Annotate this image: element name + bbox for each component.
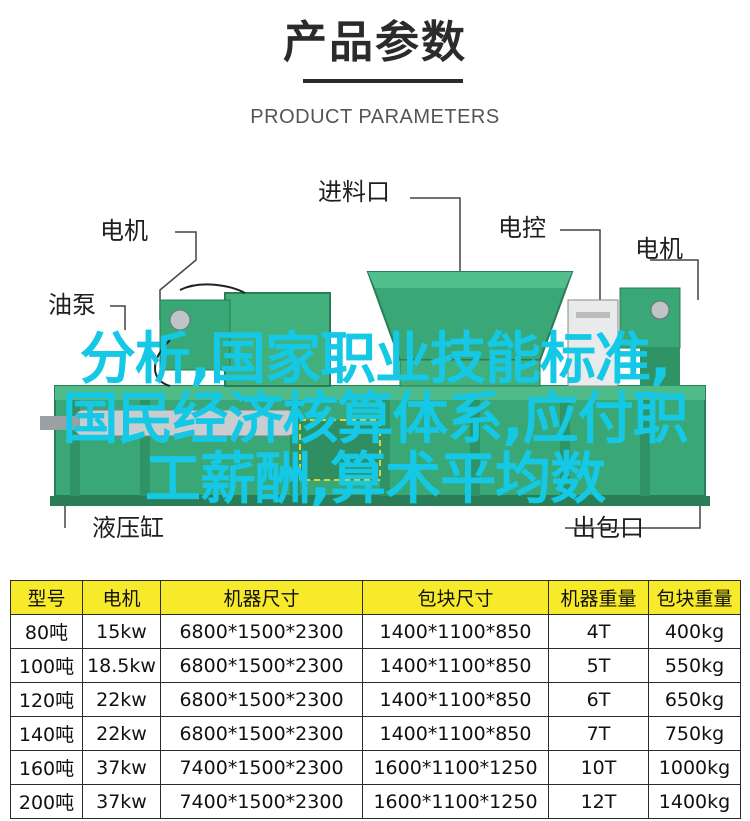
- cell-motor: 22kw: [82, 682, 161, 717]
- cell-model: 100吨: [10, 648, 83, 683]
- callout-motor-right: 电机: [635, 235, 683, 263]
- cell-bale-weight: 650kg: [648, 682, 741, 717]
- cell-model: 160吨: [10, 750, 83, 785]
- page-title: 产品参数: [283, 17, 467, 68]
- callout-bale-outlet: 出包口: [572, 514, 644, 542]
- cell-motor: 15kw: [82, 614, 161, 649]
- cell-machine-weight: 4T: [548, 614, 649, 649]
- cell-model: 80吨: [10, 614, 83, 649]
- overlay-text-line-1: 分析,国家职业技能标准,: [79, 327, 672, 392]
- cell-bale-size: 1400*1100*850: [362, 648, 549, 683]
- cell-model: 200吨: [10, 784, 83, 819]
- header-machine-size: 机器尺寸: [160, 580, 363, 615]
- cell-machine-size: 6800*1500*2300: [160, 682, 363, 717]
- title-underline: [303, 79, 463, 83]
- header-model: 型号: [10, 580, 83, 615]
- table-row: 120吨 22kw 6800*1500*2300 1400*1100*850 6…: [10, 682, 741, 717]
- page-subtitle: PRODUCT PARAMETERS: [250, 106, 500, 128]
- cell-model: 140吨: [10, 716, 83, 751]
- header-bale-size: 包块尺寸: [362, 580, 549, 615]
- overlay-text-line-2: 国民经济核算体系,应付职: [62, 387, 688, 452]
- header-bale-weight: 包块重量: [648, 580, 741, 615]
- callout-electric-control: 电控: [498, 214, 546, 242]
- callout-hydraulic-cylinder: 液压缸: [92, 514, 164, 542]
- cell-motor: 37kw: [82, 750, 161, 785]
- cell-bale-weight: 400kg: [648, 614, 741, 649]
- cell-machine-size: 6800*1500*2300: [160, 648, 363, 683]
- callout-oil-pump: 油泵: [48, 291, 96, 319]
- cell-bale-size: 1600*1100*1250: [362, 750, 549, 785]
- cell-machine-weight: 12T: [548, 784, 649, 819]
- cell-bale-weight: 750kg: [648, 716, 741, 751]
- cell-bale-weight: 550kg: [648, 648, 741, 683]
- header-motor: 电机: [82, 580, 161, 615]
- overlay-text-line-3: 工薪酬,算术平均数: [144, 447, 606, 512]
- cell-motor: 37kw: [82, 784, 161, 819]
- cell-machine-size: 7400*1500*2300: [160, 784, 363, 819]
- cell-machine-weight: 6T: [548, 682, 649, 717]
- table-row: 80吨 15kw 6800*1500*2300 1400*1100*850 4T…: [10, 614, 741, 649]
- parameters-table: 型号 电机 机器尺寸 包块尺寸 机器重量 包块重量 80吨 15kw 6800*…: [10, 580, 741, 819]
- table-row: 160吨 37kw 7400*1500*2300 1600*1100*1250 …: [10, 750, 741, 785]
- cell-model: 120吨: [10, 682, 83, 717]
- cell-motor: 22kw: [82, 716, 161, 751]
- table-header-row: 型号 电机 机器尺寸 包块尺寸 机器重量 包块重量: [10, 580, 741, 615]
- cell-bale-size: 1600*1100*1250: [362, 784, 549, 819]
- cell-bale-weight: 1400kg: [648, 784, 741, 819]
- cell-motor: 18.5kw: [82, 648, 161, 683]
- cell-machine-size: 6800*1500*2300: [160, 716, 363, 751]
- table-row: 140吨 22kw 6800*1500*2300 1400*1100*850 7…: [10, 716, 741, 751]
- baler-machine-illustration: [40, 197, 710, 529]
- cell-bale-size: 1400*1100*850: [362, 716, 549, 751]
- table-row: 200吨 37kw 7400*1500*2300 1600*1100*1250 …: [10, 784, 741, 819]
- callout-feed-inlet: 进料口: [318, 178, 390, 206]
- cell-bale-weight: 1000kg: [648, 750, 741, 785]
- cell-bale-size: 1400*1100*850: [362, 614, 549, 649]
- cell-bale-size: 1400*1100*850: [362, 682, 549, 717]
- table-row: 100吨 18.5kw 6800*1500*2300 1400*1100*850…: [10, 648, 741, 683]
- header-machine-weight: 机器重量: [548, 580, 649, 615]
- cell-machine-weight: 7T: [548, 716, 649, 751]
- cell-machine-weight: 10T: [548, 750, 649, 785]
- callout-motor-left: 电机: [100, 217, 148, 245]
- cell-machine-size: 7400*1500*2300: [160, 750, 363, 785]
- cell-machine-weight: 5T: [548, 648, 649, 683]
- cell-machine-size: 6800*1500*2300: [160, 614, 363, 649]
